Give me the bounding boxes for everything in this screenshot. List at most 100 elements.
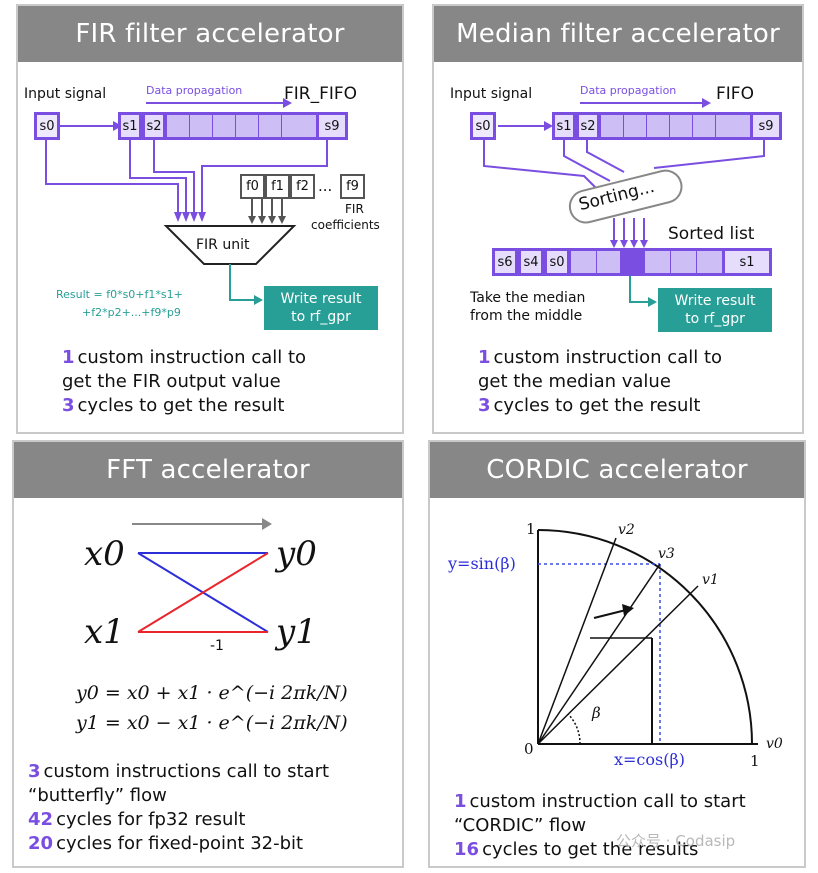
cordic-desc-num: 16 (454, 839, 480, 860)
fft-desc-num: 3 (28, 761, 41, 782)
cordic-beta: β (592, 704, 601, 722)
fft-equation-1: y0 = x0 + x1 · e^(−i 2πk/N) (76, 682, 348, 704)
fir-fifo-cell (189, 115, 212, 137)
fft-y1: y1 (276, 612, 317, 652)
fft-desc-num: 42 (28, 809, 54, 830)
fir-desc-num: 3 (62, 395, 75, 416)
cordic-v-label: v0 (766, 736, 783, 752)
fft-butterfly (132, 518, 272, 633)
fir-coef-cell: f9 (340, 174, 365, 199)
cordic-x-label: x=cos(β) (614, 750, 685, 769)
median-sorted-cell (696, 251, 722, 273)
median-fifo-label: FIFO (716, 84, 754, 104)
median-note: from the middle (470, 308, 583, 324)
fir-coef-cell: f0 (240, 174, 265, 199)
cordic-desc-num: 1 (454, 791, 467, 812)
fir-write-result-box: Write result to rf_gpr (264, 286, 378, 330)
median-propagation-label: Data propagation (580, 84, 677, 97)
fir-fifo-cell (212, 115, 235, 137)
median-fifo-cell (692, 115, 715, 137)
cordic-v-label: v3 (658, 546, 675, 562)
fir-result-formula: Result = f0*s0+f1*s1+ (56, 288, 183, 301)
median-write-result-box: Write result to rf_gpr (658, 288, 772, 332)
fir-fifo-label: FIR_FIFO (284, 84, 358, 104)
median-desc-num: 3 (478, 395, 491, 416)
fir-panel-title: FIR filter accelerator (18, 6, 402, 62)
fir-desc-line: get the FIR output value (62, 370, 281, 394)
fft-panel: FFT accelerator x0 x1 y0 y1 -1 y0 = x0 +… (12, 440, 404, 868)
cordic-zero: 0 (524, 740, 534, 758)
median-sorted-label: Sorted list (668, 224, 755, 244)
cordic-desc-line: “CORDIC” flow (454, 814, 586, 838)
fft-desc-text: cycles for fixed-point 32-bit (56, 833, 304, 854)
median-middle-cell (620, 251, 644, 273)
fir-unit-label: FIR unit (196, 237, 250, 253)
fft-desc-text: “butterfly” flow (28, 785, 167, 806)
median-fifo-cell (623, 115, 646, 137)
median-sorted-cell (596, 251, 620, 273)
median-desc-line: get the median value (478, 370, 671, 394)
median-note: Take the median (470, 290, 586, 306)
median-panel-title: Median filter accelerator (434, 6, 802, 62)
fft-equation-2: y1 = x0 − x1 · e^(−i 2πk/N) (76, 712, 348, 734)
fir-write-result-text: to rf_gpr (291, 309, 351, 325)
fft-y0: y0 (276, 534, 317, 574)
cordic-diagram (537, 529, 758, 745)
median-sorted-cell (670, 251, 696, 273)
fir-fifo-cell: s2 (142, 112, 166, 140)
fir-desc-text: get the FIR output value (62, 371, 281, 392)
fft-desc-text: custom instructions call to start (43, 761, 330, 782)
fir-coef-ellipsis: ... (318, 177, 333, 195)
fir-coef-cell: f2 (290, 174, 315, 199)
median-desc-num: 1 (478, 347, 491, 368)
fir-coef-label: FIR (345, 202, 364, 216)
fir-fifo-cell (166, 115, 189, 137)
fir-propagation-label: Data propagation (146, 84, 243, 97)
median-sorted-cell: s0 (544, 248, 570, 276)
fir-fifo-cell: s1 (118, 112, 142, 140)
fir-fifo-cell (258, 115, 281, 137)
fir-coef-label: coefficients (311, 218, 380, 232)
cordic-v-label: v2 (618, 522, 635, 538)
median-fifo-cell (646, 115, 669, 137)
cordic-y-label: y=sin(β) (448, 554, 516, 573)
fir-connections (45, 98, 328, 305)
cordic-panel-title: CORDIC accelerator (430, 442, 804, 498)
cordic-watermark: 公众号 · Codasip (616, 832, 736, 850)
median-fifo-cell (715, 115, 738, 137)
median-write-result-text: to rf_gpr (685, 311, 745, 327)
cordic-v-label: v1 (702, 572, 719, 588)
fir-result-formula: +f2*p2+...+f9*p9 (82, 306, 181, 319)
fir-fifo-cell: s9 (316, 112, 348, 140)
median-desc-text: custom instruction call to (493, 347, 723, 368)
fir-desc-text: cycles to get the result (77, 395, 285, 416)
median-desc-text: get the median value (478, 371, 671, 392)
median-fifo-cell: s1 (552, 112, 576, 140)
fir-input-label: Input signal (24, 86, 107, 102)
fft-desc-line: “butterfly” flow (28, 784, 167, 808)
fir-s0-cell: s0 (34, 112, 60, 140)
fir-fifo-cell (281, 115, 304, 137)
fft-x0: x0 (84, 534, 125, 574)
median-sorted-cell (570, 251, 596, 273)
cordic-one-right: 1 (750, 752, 760, 770)
fft-minus-one: -1 (210, 638, 224, 654)
median-input-label: Input signal (450, 86, 533, 102)
median-sorted-cell: s1 (722, 248, 772, 276)
fft-x1: x1 (84, 612, 125, 652)
median-connections (483, 98, 765, 307)
cordic-desc-text: cycles to get the results (482, 839, 699, 860)
fir-write-result-text: Write result (280, 291, 362, 307)
median-fifo-cell (669, 115, 692, 137)
cordic-one-top: 1 (526, 520, 536, 538)
median-sorted-cell: s6 (492, 248, 518, 276)
fir-fifo-cell (235, 115, 258, 137)
cordic-desc-text: custom instruction call to start (469, 791, 746, 812)
median-sorted-cell (644, 251, 670, 273)
median-fifo-cell: s2 (576, 112, 600, 140)
